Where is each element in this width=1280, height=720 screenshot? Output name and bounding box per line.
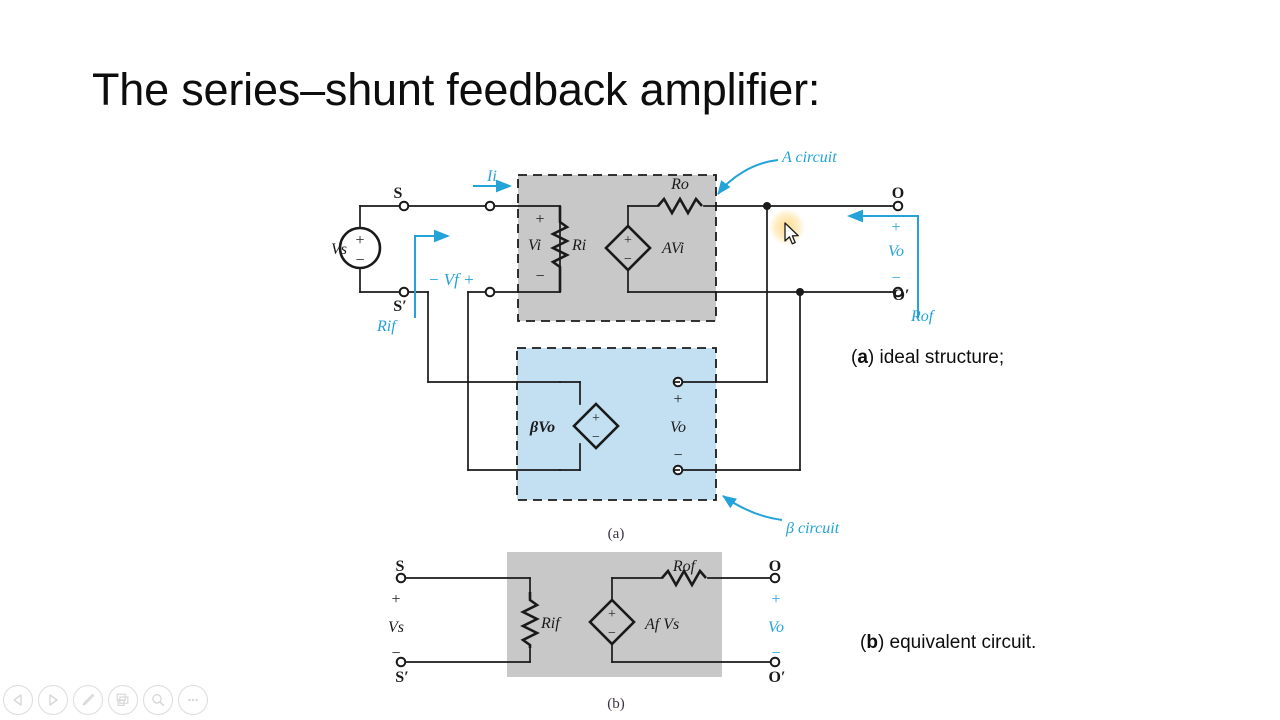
- mouse-cursor: [784, 222, 799, 245]
- caption-open-paren: (: [860, 632, 867, 653]
- resistor-rof-b: [661, 568, 707, 588]
- b-label-vs: Vs: [388, 619, 404, 636]
- voltage-source-vs: [338, 226, 382, 270]
- label-ii: Ii: [486, 168, 497, 185]
- terminal-label-s-prime: S′: [393, 298, 406, 315]
- beta-src-plus: +: [592, 411, 600, 426]
- avi-plus: +: [624, 233, 632, 248]
- figure-a-group: S S′ O O′ Vs + − + Vi − Ri Ro + − AVi: [331, 149, 936, 542]
- b-terminal-label-o: O: [769, 558, 781, 575]
- figure-b-labels: S S′ + Vs − Rif Rof + − Af Vs O O′ (b): [388, 558, 785, 712]
- figure-a-blue-labels: Ii − Vf + Rif Rof + Vo − A circuit β cir…: [376, 149, 936, 537]
- b-source-plus: +: [391, 591, 400, 608]
- junction-dots: [763, 202, 804, 296]
- label-vf: − Vf +: [428, 270, 475, 289]
- b-label-rof: Rof: [672, 558, 698, 575]
- resistor-rif-b: [520, 592, 540, 648]
- figure-b-blue-labels: + Vo −: [768, 591, 784, 662]
- b-circuit-box-fill: [507, 552, 722, 677]
- vo-plus-a: +: [891, 219, 900, 236]
- resistor-ro: [657, 196, 703, 216]
- beta-out-plus: +: [673, 391, 682, 408]
- terminal-dots: [398, 200, 904, 476]
- beta-circuit-box-border: [516, 347, 717, 501]
- vi-minus: −: [535, 268, 544, 285]
- b-terminal-label-s: S: [396, 558, 405, 575]
- triangle-right-icon: [49, 694, 58, 706]
- slides-grid-icon: [116, 693, 129, 707]
- figure-b-group: S S′ + Vs − Rif Rof + − Af Vs O O′ (b) +…: [388, 552, 785, 712]
- more-options-button[interactable]: [178, 685, 208, 715]
- resistor-ri: [550, 206, 570, 292]
- vo-minus-a: −: [891, 270, 900, 287]
- avi-minus: −: [624, 252, 632, 267]
- b-source-minus: −: [391, 645, 400, 662]
- b-src-plus: +: [608, 607, 616, 622]
- beta-circuit-box-fill: [517, 348, 716, 500]
- caption-b-equivalent-circuit: (b) equivalent circuit.: [860, 632, 1036, 654]
- annotation-a-circuit: A circuit: [781, 149, 837, 166]
- cursor-highlight-glow: [769, 209, 805, 245]
- presentation-toolbar[interactable]: [0, 680, 208, 720]
- b-vo-plus: +: [771, 591, 780, 608]
- source-plus: +: [355, 232, 364, 249]
- caption-b-text: ) equivalent circuit.: [877, 632, 1037, 653]
- source-label-vs: Vs: [331, 241, 347, 258]
- controlled-source-beta-vo: [572, 402, 620, 450]
- figure-a-labels: S S′ O O′ Vs + − + Vi − Ri Ro + − AVi: [331, 176, 909, 542]
- beta-out-minus: −: [673, 447, 682, 464]
- b-vo-label: Vo: [768, 619, 784, 636]
- page-title: The series–shunt feedback amplifier:: [92, 64, 821, 115]
- triangle-left-icon: [13, 694, 22, 706]
- label-ri: Ri: [571, 237, 586, 254]
- controlled-source-afvs: [588, 598, 636, 646]
- annotation-beta-circuit: β circuit: [785, 520, 840, 537]
- caption-a-ideal-structure: (a) ideal structure;: [851, 347, 1004, 369]
- annotation-lines-a: [414, 159, 919, 521]
- previous-slide-button[interactable]: [3, 685, 33, 715]
- all-slides-button[interactable]: [108, 685, 138, 715]
- figure-a-wires: [359, 205, 891, 471]
- next-slide-button[interactable]: [38, 685, 68, 715]
- label-rif: Rif: [376, 318, 398, 335]
- zoom-tool-button[interactable]: [143, 685, 173, 715]
- figure-a-subcaption: (a): [608, 526, 625, 542]
- caption-a-letter: a: [857, 347, 868, 368]
- terminal-label-o-prime: O′: [893, 287, 910, 304]
- pen-icon: [82, 693, 95, 706]
- a-circuit-box-border: [517, 174, 717, 322]
- beta-src-minus: −: [592, 430, 600, 445]
- b-terminal-label-s-prime: S′: [395, 669, 408, 686]
- figure-b-terminal-dots: [395, 572, 781, 668]
- b-label-afvs: Af Vs: [644, 616, 679, 633]
- label-vi: Vi: [528, 237, 541, 254]
- label-avi: AVi: [661, 240, 684, 257]
- label-ro: Ro: [670, 176, 689, 193]
- controlled-source-avi: [604, 224, 652, 272]
- caption-b-letter: b: [866, 632, 878, 653]
- pen-tool-button[interactable]: [73, 685, 103, 715]
- ellipsis-icon: [188, 698, 198, 702]
- b-vo-minus: −: [771, 645, 780, 662]
- figure-b-subcaption: (b): [607, 696, 625, 712]
- a-circuit-box-fill: [518, 175, 716, 321]
- b-label-rif: Rif: [540, 615, 562, 632]
- terminal-label-o: O: [892, 185, 904, 202]
- label-rof: Rof: [910, 308, 936, 325]
- figure-b-wires: [403, 577, 773, 663]
- beta-out-vo: Vo: [670, 419, 686, 436]
- vo-label-a: Vo: [888, 243, 904, 260]
- caption-a-text: ) ideal structure;: [867, 347, 1005, 368]
- vi-plus: +: [535, 211, 544, 228]
- b-src-minus: −: [608, 626, 616, 641]
- terminal-label-s: S: [394, 185, 403, 202]
- magnifier-icon: [152, 694, 165, 706]
- caption-open-paren: (: [851, 347, 858, 368]
- b-terminal-label-o-prime: O′: [769, 669, 786, 686]
- source-minus: −: [355, 252, 364, 269]
- label-beta-vo: βVo: [529, 419, 555, 436]
